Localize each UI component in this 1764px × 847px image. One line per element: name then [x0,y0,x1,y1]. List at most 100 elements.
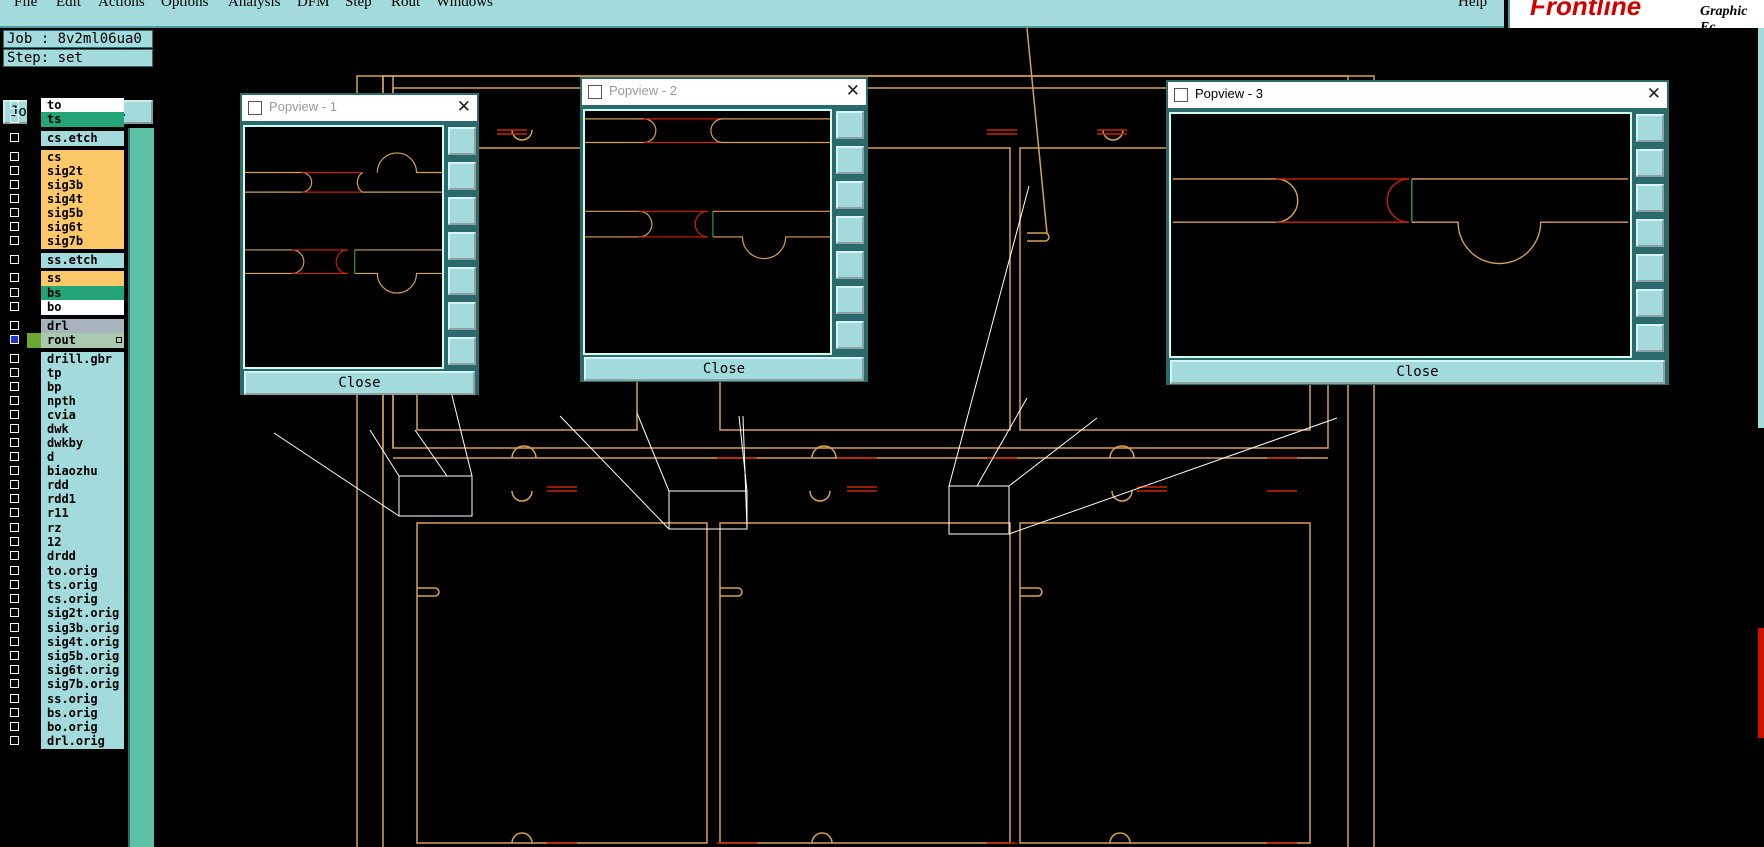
layer-checkbox[interactable] [10,623,19,632]
layer-name[interactable]: cs [41,150,124,165]
popview-1-titlebar[interactable]: Popview - 1 ✕ [242,95,477,121]
layer-checkbox[interactable] [10,382,19,391]
layer-name[interactable]: dwkby [41,436,124,451]
layer-checkbox[interactable] [10,410,19,419]
layer-color-swatch[interactable] [27,234,41,249]
layer-color-swatch[interactable] [27,578,41,593]
menu-file[interactable]: File [14,0,38,10]
layer-color-swatch[interactable] [27,535,41,550]
layer-checkbox[interactable] [10,594,19,603]
layer-name[interactable]: d [41,450,124,465]
layer-name[interactable]: ss [41,271,124,286]
layer-checkbox[interactable] [10,180,19,189]
layer-row[interactable]: ts.orig [6,578,124,593]
layer-row[interactable]: sig6t [6,220,124,235]
layer-checkbox[interactable] [10,708,19,717]
layer-checkbox[interactable] [10,368,19,377]
layer-row[interactable]: dwk [6,422,124,437]
pan-right-icon[interactable] [836,251,864,279]
layer-color-swatch[interactable] [27,663,41,678]
layer-color-swatch[interactable] [27,734,41,749]
layer-name[interactable]: r11 [41,506,124,521]
layer-row[interactable]: tp [6,366,124,381]
layer-color-swatch[interactable] [27,253,41,268]
layer-name[interactable]: ts [41,112,124,127]
layer-row[interactable]: bp [6,380,124,395]
close-icon[interactable]: ✕ [845,81,860,100]
layer-row[interactable]: drl [6,319,124,334]
pan-left-icon[interactable] [1636,219,1664,247]
layer-name[interactable]: biaozhu [41,464,124,479]
layer-checkbox[interactable] [10,335,19,344]
layer-color-swatch[interactable] [27,206,41,221]
popview-3-view[interactable] [1169,112,1632,358]
layer-color-swatch[interactable] [27,286,41,301]
layer-checkbox[interactable] [10,194,19,203]
popview-1-close-button[interactable]: Close [244,371,475,395]
layer-checkbox[interactable] [10,222,19,231]
layer-checkbox[interactable] [10,354,19,363]
zoom-in-icon[interactable] [1636,324,1664,352]
pan-right-icon[interactable] [448,267,476,295]
layer-name[interactable]: sig5b.orig [41,649,124,664]
popview-2[interactable]: Popview - 2 ✕ Close [580,77,868,382]
layer-name[interactable]: cs.orig [41,592,124,607]
pan-down-icon[interactable] [1636,184,1664,212]
layer-color-swatch[interactable] [27,649,41,664]
popview-3-titlebar[interactable]: Popview - 3 ✕ [1168,82,1667,108]
layer-name[interactable]: ts.orig [41,578,124,593]
layer-row[interactable]: dwkby [6,436,124,451]
layer-color-swatch[interactable] [27,635,41,650]
layer-checkbox[interactable] [10,637,19,646]
layer-color-swatch[interactable] [27,131,41,146]
layer-checkbox[interactable] [10,208,19,217]
layer-color-swatch[interactable] [27,333,41,348]
popview-2-titlebar[interactable]: Popview - 2 ✕ [582,79,866,105]
layer-row[interactable]: rdd1 [6,492,124,507]
layer-row[interactable]: npth [6,394,124,409]
layer-name[interactable]: sig7b [41,234,124,249]
layer-checkbox[interactable] [10,424,19,433]
zoom-fit-icon[interactable] [836,111,864,139]
layer-name[interactable]: sig4t.orig [41,635,124,650]
layer-color-swatch[interactable] [27,677,41,692]
layer-row[interactable]: ss.etch [6,253,124,268]
pan-up-icon[interactable] [836,146,864,174]
layer-checkbox[interactable] [10,302,19,311]
layer-checkbox[interactable] [10,452,19,461]
layer-color-swatch[interactable] [27,521,41,536]
layer-checkbox[interactable] [10,679,19,688]
layer-row[interactable]: ss [6,271,124,286]
pan-left-icon[interactable] [448,232,476,260]
layer-row[interactable]: sig6t.orig [6,663,124,678]
layer-row[interactable]: sig7b [6,234,124,249]
layer-color-swatch[interactable] [27,220,41,235]
layer-name[interactable]: drl.orig [41,734,124,749]
popview-3[interactable]: Popview - 3 ✕ Close [1166,80,1669,385]
layer-row[interactable]: cs.etch [6,131,124,146]
layer-row[interactable]: 12 [6,535,124,550]
layer-color-swatch[interactable] [27,549,41,564]
layer-name[interactable]: 12 [41,535,124,550]
layer-checkbox[interactable] [10,466,19,475]
popview-2-view[interactable] [583,109,832,355]
pan-down-icon[interactable] [448,197,476,225]
layer-color-swatch[interactable] [27,98,41,113]
layer-color-swatch[interactable] [27,164,41,179]
layer-name[interactable]: sig6t [41,220,124,235]
layer-row[interactable]: sig4t [6,192,124,207]
layer-color-swatch[interactable] [27,150,41,165]
layer-checkbox[interactable] [10,494,19,503]
layer-color-swatch[interactable] [27,450,41,465]
pan-right-icon[interactable] [1636,254,1664,282]
layer-checkbox[interactable] [10,523,19,532]
layer-color-swatch[interactable] [27,621,41,636]
layer-checkbox[interactable] [10,580,19,589]
layer-color-swatch[interactable] [27,380,41,395]
layer-checkbox[interactable] [10,114,19,123]
layer-name[interactable]: rout [41,333,124,348]
layer-checkbox[interactable] [10,566,19,575]
menu-analysis[interactable]: Analysis [228,0,281,10]
layer-color-swatch[interactable] [27,422,41,437]
zoom-out-icon[interactable] [1636,289,1664,317]
